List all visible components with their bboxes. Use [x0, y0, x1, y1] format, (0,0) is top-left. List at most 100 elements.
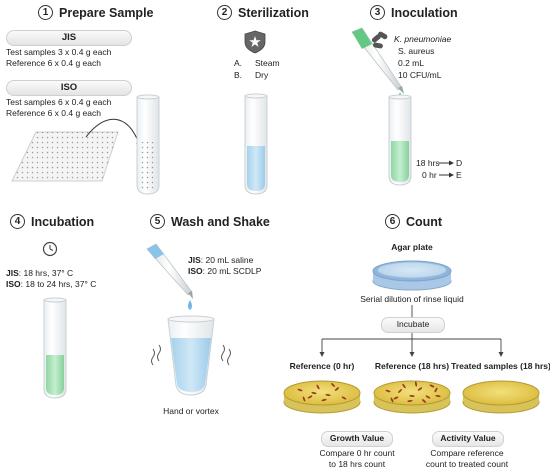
bacterial-colony — [434, 387, 438, 393]
step-4-label: Incubation — [31, 214, 95, 229]
wash-caption: Hand or vortex — [163, 406, 219, 416]
growth-value-line1: Compare 0 hr count — [319, 448, 395, 458]
step-6-title: 6 Count — [385, 214, 442, 229]
wash-iso-key: ISO — [188, 266, 203, 276]
plate-label-reference-0hr: Reference (0 hr) — [289, 361, 355, 371]
sterilization-option-a-letter: A. — [234, 58, 243, 68]
plate-label-reference-18hrs: Reference (18 hrs) — [374, 361, 450, 371]
bacterial-colony — [429, 384, 435, 388]
step-1-number: 1 — [38, 5, 53, 20]
growth-value-label: Growth Value — [321, 431, 393, 447]
inoculation-tube — [388, 94, 412, 186]
inoculum-concentration: 10 CFU/mL — [398, 70, 442, 80]
iso-reference: Reference 6 x 0.4 g each — [6, 108, 101, 118]
activity-value-label: Activity Value — [432, 431, 504, 447]
activity-value-line2: count to treated count — [425, 459, 509, 469]
incubate-label: Incubate — [381, 317, 445, 333]
sterilization-option-b: Dry — [255, 70, 269, 80]
step-3-number: 3 — [370, 5, 385, 20]
bacterial-colony — [390, 397, 394, 403]
step-2-title: 2 Sterilization — [217, 5, 309, 20]
bacterial-colony — [409, 395, 415, 397]
incubation-iso-value: : 18 to 24 hrs, 37° C — [20, 279, 97, 289]
bacterial-colony — [341, 396, 347, 400]
wash-jis-key: JIS — [188, 255, 201, 265]
step-1-label: Prepare Sample — [59, 5, 154, 20]
step-4-title: 4 Incubation — [10, 214, 94, 229]
bacterial-colony — [297, 388, 303, 392]
sterilization-tube — [244, 93, 268, 195]
time-0hr: 0 hr — [422, 170, 437, 180]
bacterial-colony — [425, 395, 431, 399]
incubation-jis-key: JIS — [6, 268, 19, 278]
inoculum-volume: 0.2 mL — [398, 58, 424, 68]
dest-e: E — [456, 170, 462, 180]
growth-value-line2: to 18 hrs count — [328, 459, 386, 469]
dest-d: D — [456, 158, 463, 168]
jis-reference: Reference 6 x 0.4 g each — [6, 58, 101, 68]
bacterial-colony — [307, 395, 313, 399]
sterilization-option-b-letter: B. — [234, 70, 243, 80]
step-3-title: 3 Inoculation — [370, 5, 458, 20]
bacterial-colony — [402, 383, 406, 389]
step-5-number: 5 — [150, 214, 165, 229]
sterilization-option-a: Steam — [255, 58, 280, 68]
wash-tube — [167, 315, 215, 396]
wash-iso: ISO: 20 mL SCDLP — [188, 266, 261, 277]
incubation-iso: ISO: 18 to 24 hrs, 37° C — [6, 279, 96, 290]
step-6-number: 6 — [385, 214, 400, 229]
clock-icon — [42, 241, 58, 257]
step-4-number: 4 — [10, 214, 25, 229]
organism-k-pneumoniae: K. pneumoniae — [394, 34, 452, 44]
sample-tube — [136, 94, 160, 195]
jis-standard-label: JIS — [6, 30, 132, 46]
agar-plate — [372, 260, 452, 291]
step-5-label: Wash and Shake — [171, 214, 270, 229]
timing-arrows — [439, 160, 454, 178]
jis-test-samples: Test samples 3 x 0.4 g each — [6, 47, 112, 57]
bacteria-icon — [371, 31, 388, 49]
step-1-title: 1 Prepare Sample — [38, 5, 154, 20]
plate-label-treated-18hrs: Treated samples (18 hrs) — [451, 361, 550, 371]
incubation-jis: JIS: 18 hrs, 37° C — [6, 268, 73, 279]
wash-iso-value: : 20 mL SCDLP — [202, 266, 262, 276]
bacterial-colony — [417, 387, 423, 391]
bacterial-colony — [325, 394, 331, 396]
transfer-arrow — [85, 118, 141, 147]
time-18hrs: 18 hrs — [416, 158, 440, 168]
wash-jis-value: : 20 mL saline — [200, 255, 254, 265]
bacterial-colony — [331, 383, 335, 387]
step-2-label: Sterilization — [238, 5, 309, 20]
plate-treated-18hrs — [462, 380, 540, 414]
iso-test-samples: Test samples 6 x 0.4 g each — [6, 97, 112, 107]
count-flow-arrowheads — [319, 352, 504, 357]
organism-s-aureus: S. aureus — [398, 46, 435, 56]
serial-dilution-label: Serial dilution of rinse liquid — [360, 294, 464, 304]
step-2-number: 2 — [217, 5, 232, 20]
incubation-iso-key: ISO — [6, 279, 21, 289]
bacterial-colony — [302, 396, 306, 402]
bacterial-colony — [435, 395, 441, 397]
fabric-sample — [11, 131, 119, 182]
incubation-jis-value: : 18 hrs, 37° C — [18, 268, 74, 278]
bacterial-colony — [415, 381, 417, 387]
bacterial-colony — [393, 396, 399, 400]
incubation-tube — [43, 297, 67, 399]
plate-reference-18hrs — [373, 380, 451, 414]
bacterial-colony — [316, 384, 320, 390]
bacterial-colony — [334, 387, 340, 391]
wash-pipette — [146, 243, 193, 310]
iso-standard-label: ISO — [6, 80, 132, 96]
step-3-label: Inoculation — [391, 5, 458, 20]
bacterial-colony — [321, 398, 327, 402]
step-5-title: 5 Wash and Shake — [150, 214, 270, 229]
activity-value-line1: Compare reference — [430, 448, 504, 458]
shake-lines — [151, 344, 231, 366]
agar-plate-label: Agar plate — [391, 242, 433, 252]
bacterial-colony — [407, 400, 413, 402]
bacterial-colony — [421, 399, 427, 403]
count-flow-lines — [321, 305, 502, 353]
bacterial-colony — [398, 389, 402, 393]
plate-reference-0hr — [283, 380, 361, 414]
